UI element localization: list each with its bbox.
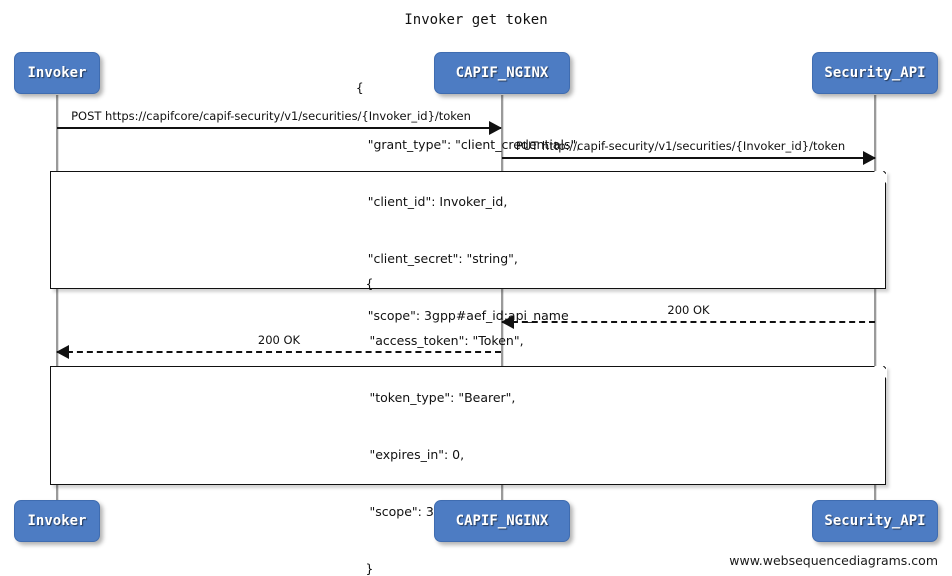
note-line: "grant_type": "client_credentials", xyxy=(355,137,581,152)
participant-label-invoker-bottom: Invoker xyxy=(27,513,87,529)
message-line-put-token xyxy=(502,157,875,159)
arrowhead-left-200-ok-security-to-nginx xyxy=(501,315,514,329)
lifeline-capif-nginx xyxy=(501,95,503,501)
message-label-post-token: POST https://capifcore/capif-security/v1… xyxy=(71,109,471,123)
arrowhead-right-post-token xyxy=(489,121,502,135)
message-line-200-ok-security-to-nginx xyxy=(502,321,875,323)
page-title: Invoker get token xyxy=(404,12,548,28)
participant-capif-nginx-bottom[interactable]: CAPIF_NGINX xyxy=(434,500,570,542)
lifeline-security-api xyxy=(874,95,876,501)
note-line: } xyxy=(365,560,374,576)
note-line: "expires_in": 0, xyxy=(365,446,465,462)
participant-invoker-bottom[interactable]: Invoker xyxy=(14,500,100,542)
participant-capif-nginx-top[interactable]: CAPIF_NGINX xyxy=(434,52,570,94)
message-line-200-ok-nginx-to-invoker xyxy=(57,351,501,353)
participant-label-security-api-bottom: Security_API xyxy=(824,513,926,529)
participant-security-api-bottom[interactable]: Security_API xyxy=(812,500,938,542)
participant-label-capif-nginx-top: CAPIF_NGINX xyxy=(455,65,549,81)
note-line: { xyxy=(355,80,364,95)
note-line: "client_id": Invoker_id, xyxy=(355,194,508,209)
participant-invoker-top[interactable]: Invoker xyxy=(14,52,100,94)
participant-label-invoker-top: Invoker xyxy=(27,65,87,81)
message-label-200-ok-security-to-nginx: 200 OK xyxy=(667,303,710,317)
participant-security-api-top[interactable]: Security_API xyxy=(812,52,938,94)
note-line: "client_secret": "string", xyxy=(355,251,518,266)
arrowhead-right-put-token xyxy=(863,151,876,165)
message-line-post-token xyxy=(57,127,501,129)
note-line: "access_token": "Token", xyxy=(365,332,524,348)
arrowhead-left-200-ok-nginx-to-invoker xyxy=(56,345,69,359)
note-request-body: { "grant_type": "client_credentials", "c… xyxy=(50,80,887,380)
footer-credit: www.websequencediagrams.com xyxy=(729,553,938,568)
message-label-200-ok-nginx-to-invoker: 200 OK xyxy=(257,333,301,347)
note-response-body: { "access_token": "Token", "token_type":… xyxy=(50,276,887,576)
participant-label-capif-nginx-bottom: CAPIF_NGINX xyxy=(455,513,549,529)
note-line: { xyxy=(365,275,374,291)
note-request-body-text: { "grant_type": "client_credentials", "c… xyxy=(356,40,580,420)
lifeline-invoker xyxy=(56,95,58,501)
participant-label-security-api-top: Security_API xyxy=(824,65,926,81)
note-line: "token_type": "Bearer", xyxy=(365,389,516,405)
message-label-put-token: PUT http://capif-security/v1/securities/… xyxy=(515,139,846,153)
note-line: "scope": 3gpp#aef_id:api_name xyxy=(355,308,569,323)
